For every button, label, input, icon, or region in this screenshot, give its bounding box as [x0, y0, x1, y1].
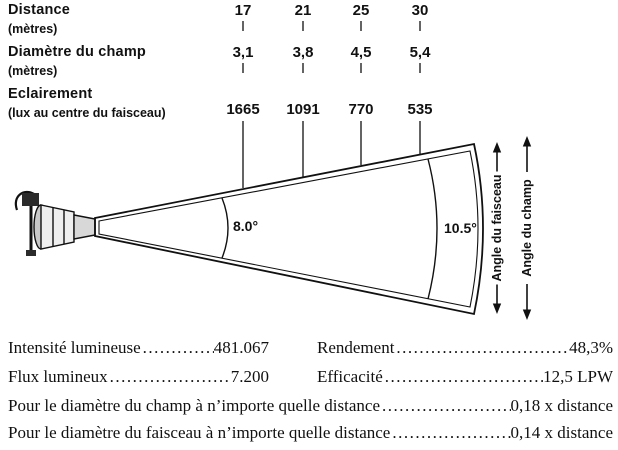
- beam-diameter-formula-row: Pour le diamètre du faisceau à n’importe…: [8, 423, 613, 443]
- distance-unit-label: (mètres): [8, 22, 58, 36]
- field-arrowhead-up: [522, 136, 532, 147]
- luminous-flux-label: Flux lumineux: [8, 367, 108, 386]
- efficiency-row: Rendement ..............................…: [317, 338, 613, 358]
- distance-value: 21: [294, 2, 312, 19]
- beam-cone-outline: [98, 150, 479, 308]
- spotlight-icon: [14, 190, 96, 256]
- field-arrowhead-down: [522, 309, 532, 320]
- distance-connector-lines: [242, 121, 421, 188]
- luminous-flux-row: Flux lumineux ..........................…: [8, 367, 269, 387]
- efficiency-value: 48,3%: [569, 338, 613, 357]
- field-diameter-formula-value: 0,18 x distance: [510, 396, 613, 415]
- beam-angle-value: 8.0°: [233, 218, 259, 234]
- beam-diameter-formula-value: 0,14 x distance: [510, 423, 613, 442]
- field-axis-label: Angle du champ: [520, 176, 534, 280]
- beam-arrowhead-up: [492, 142, 502, 153]
- dot-leader: ........................................…: [381, 396, 511, 415]
- field-angle-arc: [427, 158, 438, 300]
- lens-tube: [73, 214, 96, 240]
- distance-value: 30: [411, 2, 429, 19]
- luminous-intensity-value: 481.067: [213, 338, 269, 357]
- yoke-knob: [26, 250, 36, 256]
- clamp-hook-icon: [14, 190, 35, 211]
- illuminance-value: 770: [348, 101, 374, 118]
- fixture-body: [40, 204, 75, 250]
- illuminance-value: 535: [407, 101, 433, 118]
- dot-leader: ........................................…: [109, 367, 231, 386]
- angle-extent-arrows: [492, 136, 532, 320]
- efficiency-label: Rendement: [317, 338, 395, 357]
- illuminance-unit-label: (lux au centre du faisceau): [8, 106, 166, 120]
- beam-angle-arc: [221, 197, 229, 259]
- illuminance-value: 1665: [226, 101, 260, 118]
- column-tick-marks: [242, 21, 421, 73]
- field-diameter-value: 3,1: [232, 44, 254, 61]
- field-angle-value: 10.5°: [444, 220, 477, 236]
- luminous-intensity-label: Intensité lumineuse: [8, 338, 141, 357]
- beam-diameter-formula-label: Pour le diamètre du faisceau à n’importe…: [8, 423, 391, 442]
- illuminance-value: 1091: [286, 101, 320, 118]
- clamp-body: [22, 193, 39, 206]
- distance-value: 17: [234, 2, 252, 19]
- beam-cone: [94, 142, 484, 316]
- illuminance-label: Eclairement: [8, 86, 93, 102]
- dot-leader: ........................................…: [396, 338, 569, 357]
- distance-label: Distance: [8, 2, 71, 18]
- field-cone-outline: [94, 142, 484, 316]
- efficacy-value: 12,5 LPW: [543, 367, 613, 386]
- field-diameter-value: 3,8: [292, 44, 314, 61]
- dot-leader: ........................................…: [392, 423, 511, 442]
- beam-axis-label: Angle du faisceau: [490, 171, 504, 285]
- efficacy-label: Efficacité: [317, 367, 383, 386]
- field-diameter-value: 4,5: [350, 44, 372, 61]
- distance-value: 25: [352, 2, 370, 19]
- field-diameter-formula-label: Pour le diamètre du champ à n’importe qu…: [8, 396, 380, 415]
- field-diameter-value: 5,4: [409, 44, 431, 61]
- luminous-flux-value: 7.200: [230, 367, 269, 386]
- beam-arrowhead-down: [492, 303, 502, 314]
- dot-leader: ........................................…: [384, 367, 543, 386]
- dot-leader: ........................................…: [142, 338, 214, 357]
- field-diameter-label: Diamètre du champ: [8, 44, 146, 60]
- efficacy-row: Efficacité .............................…: [317, 367, 613, 387]
- field-diameter-unit-label: (mètres): [8, 64, 58, 78]
- field-diameter-formula-row: Pour le diamètre du champ à n’importe qu…: [8, 396, 613, 416]
- luminous-intensity-row: Intensité lumineuse ....................…: [8, 338, 269, 358]
